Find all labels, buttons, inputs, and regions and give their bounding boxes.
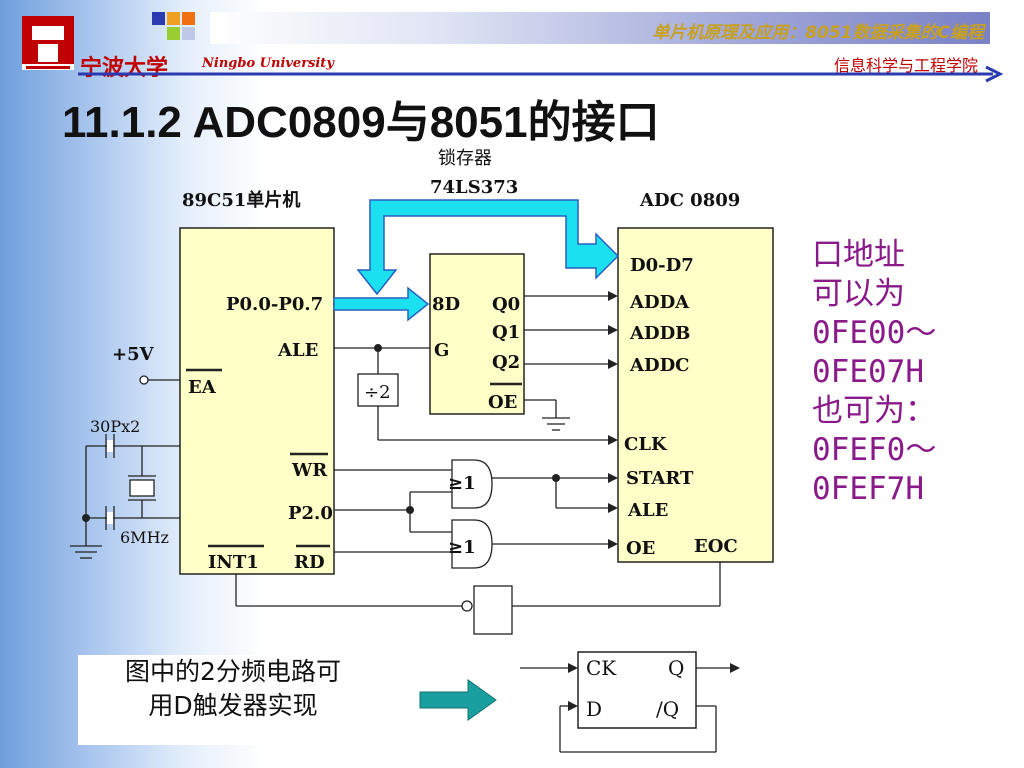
pin-q2: Q2: [492, 352, 520, 373]
pin-g: G: [434, 340, 449, 361]
latch-block: [429, 253, 525, 415]
or-gate-2: [451, 519, 493, 569]
school-name: 信息科学与工程学院: [833, 56, 978, 75]
side-note-line: 也可为：: [812, 393, 936, 429]
adc-block: [617, 227, 774, 563]
dff-block: [577, 651, 697, 729]
latch-label-part: 74LS373: [430, 177, 518, 198]
dff-nq: /Q: [656, 697, 679, 721]
side-note-line: 0FEF0～: [812, 432, 937, 468]
university-logo-icon: [22, 16, 74, 70]
pin-q1: Q1: [492, 322, 520, 343]
pin-8d: 8D: [432, 294, 460, 315]
dff-q: Q: [668, 656, 684, 680]
gate-2-label: ≥1: [448, 537, 476, 558]
pin-adda: ADDA: [629, 292, 690, 313]
gate-1-label: ≥1: [448, 473, 476, 494]
side-note: 口地址 可以为 0FE00～ 0FE07H 也可为： 0FEF0～ 0FEF7H: [812, 236, 1012, 509]
pin-ea: EA: [188, 377, 217, 398]
header-squares-icon: [152, 12, 195, 40]
pin-ale-adc: ALE: [627, 500, 668, 521]
pin-oe-latch: OE: [488, 392, 517, 413]
pin-d0d7: D0-D7: [630, 255, 694, 276]
divider-label: ÷2: [364, 382, 391, 403]
caps-label: 30Px2: [90, 417, 140, 436]
pin-addc: ADDC: [629, 355, 690, 376]
pin-wr: WR: [291, 460, 328, 481]
latch-label-cn: 锁存器: [438, 148, 492, 169]
course-title: 单片机原理及应用：8051数据采集的C编程: [652, 23, 984, 43]
bottom-note: 图中的2分频电路可 用D触发器实现: [78, 655, 388, 745]
bus-arrow-to-adc: [356, 199, 620, 296]
pin-addb: ADDB: [629, 323, 690, 344]
mcu-block: [179, 227, 335, 575]
pin-p0: P0.0-P0.7: [226, 294, 323, 315]
bottom-note-line-2: 用D触发器实现: [148, 691, 318, 720]
university-name-cn: 宁波大学: [80, 56, 169, 81]
pin-int1: INT1: [208, 552, 259, 573]
side-note-line: 0FE07H: [812, 354, 924, 390]
dff-d: D: [586, 697, 602, 721]
side-note-line: 0FEF7H: [812, 471, 924, 507]
bottom-note-line-1: 图中的2分频电路可: [125, 657, 341, 686]
vcc-label: +5V: [112, 344, 155, 365]
adc-label: ADC 0809: [639, 190, 740, 211]
pin-ale-mcu: ALE: [277, 340, 318, 361]
pin-clk: CLK: [624, 434, 668, 455]
pin-eoc: EOC: [694, 536, 738, 557]
side-note-line: 可以为: [812, 276, 905, 312]
pin-start: START: [626, 468, 694, 489]
header-divider-arrow: [78, 66, 1004, 83]
side-note-line: 口地址: [812, 237, 905, 273]
pin-p20: P2.0: [288, 503, 333, 524]
crystal-label: 6MHz: [120, 528, 169, 547]
side-note-line: 0FE00～: [812, 315, 937, 351]
inverter-gate: [473, 585, 513, 635]
dff-ck: CK: [586, 656, 617, 680]
teal-arrow-icon: [419, 679, 497, 721]
bus-arrow-p0-to-latch: [333, 286, 430, 322]
pin-rd: RD: [294, 552, 325, 573]
or-gate-1: [451, 459, 493, 509]
page-title: 11.1.2 ADC0809与8051的接口: [62, 98, 660, 147]
mcu-label: 89C51单片机: [182, 189, 300, 211]
university-name-en: Ningbo University: [202, 56, 334, 71]
pin-q0: Q0: [492, 294, 520, 315]
header-gradient-bar: [210, 12, 990, 44]
pin-oe-adc: OE: [626, 538, 655, 559]
